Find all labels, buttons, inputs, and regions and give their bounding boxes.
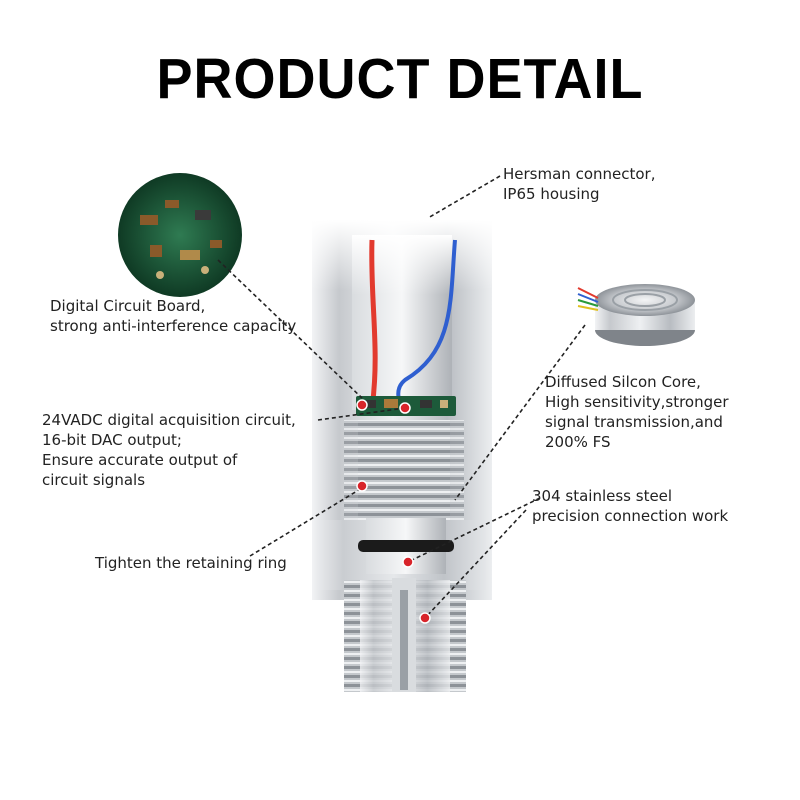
leader-acquisition [317,407,406,421]
leader-connector [427,175,501,219]
leader-circuit-board [217,259,363,399]
marker-core [402,556,414,568]
markers [356,399,431,624]
marker-thread [356,480,368,492]
callout-connector: Hersman connector, IP65 housing [503,165,656,203]
callout-silicon-core: Diffused Silcon Core, High sensitivity,s… [545,373,729,451]
circuit-board-photo [118,173,242,297]
o-ring [358,540,454,552]
page-title: PRODUCT DETAIL [156,47,644,111]
callout-circuit-board: Digital Circuit Board, strong anti-inter… [50,297,297,335]
thread-section [344,420,464,574]
callout-acquisition: 24VADC digital acquisition circuit, 16-b… [42,411,296,489]
callout-retaining-ring: Tighten the retaining ring [95,554,287,572]
leader-lines [217,175,586,619]
marker-pcb [356,399,368,411]
leader-retaining-ring [249,487,363,557]
leader-steel [424,509,527,619]
marker-acquisition [399,402,411,414]
callout-steel: 304 stainless steel precision connection… [532,487,729,525]
leader-silicon-core [454,324,586,501]
leader-core-ring [407,497,541,563]
marker-steel [419,612,431,624]
silicon-core-photo [577,284,695,346]
process-connection [344,578,466,715]
